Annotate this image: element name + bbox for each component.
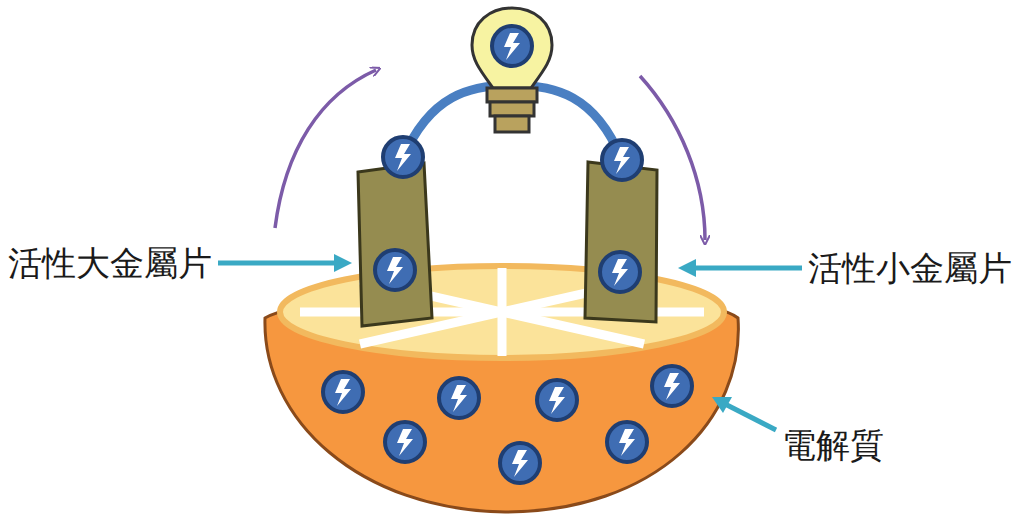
part-label: 活性小金屬片 [808, 248, 1012, 289]
metal-plate [358, 163, 432, 326]
metal-plate [585, 162, 657, 322]
part-label: 活性大金屬片 [8, 243, 212, 284]
leader-arrow [218, 254, 802, 430]
part-label: 電解質 [782, 425, 884, 466]
current-arrow [640, 76, 705, 240]
current-arrow [275, 70, 376, 228]
light-bulb [472, 8, 552, 132]
wire [403, 85, 621, 158]
electron-symbols [323, 26, 692, 483]
